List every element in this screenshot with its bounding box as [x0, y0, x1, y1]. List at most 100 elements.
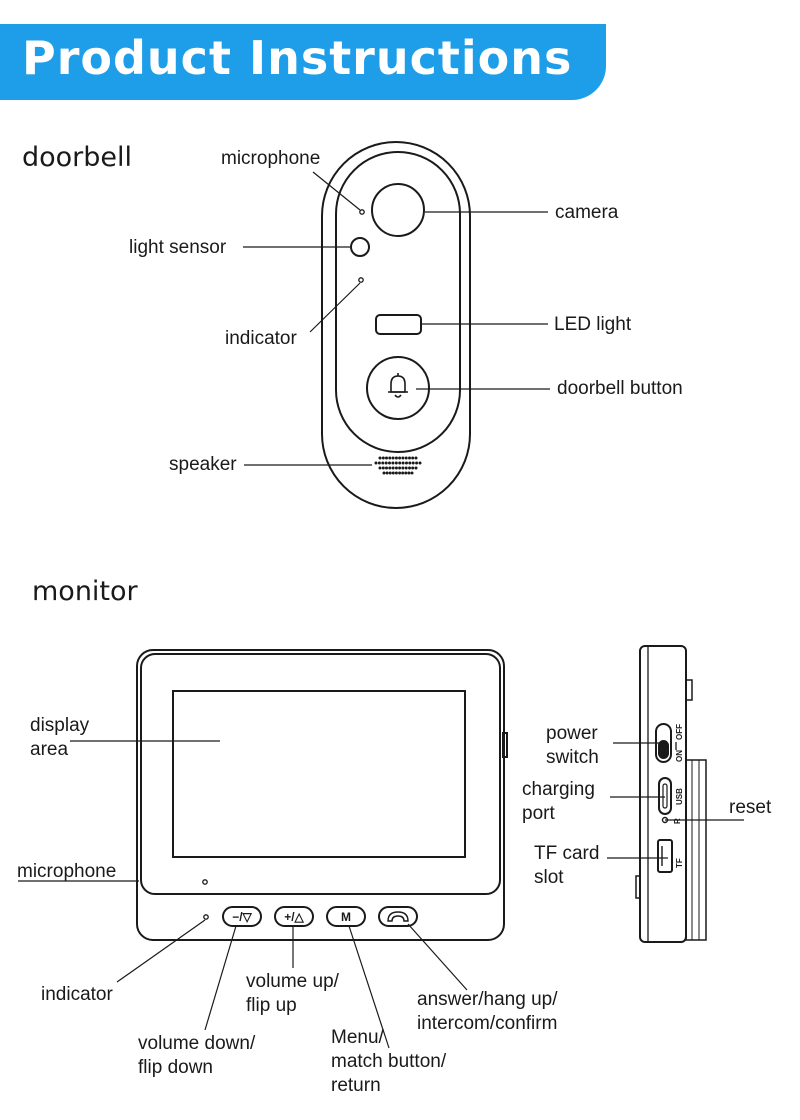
label-led-light: LED light: [554, 314, 632, 335]
speaker-grille-hole: [398, 471, 402, 475]
monitor-section-title: monitor: [32, 576, 138, 607]
speaker-grille-hole: [391, 456, 395, 460]
doorbell-light-sensor: [350, 237, 370, 257]
speaker-grille-hole: [391, 466, 395, 470]
leader-monitor-indicator: [116, 919, 206, 983]
speaker-grille: [374, 456, 422, 475]
speaker-grille-hole: [394, 456, 398, 460]
speaker-grille-hole: [388, 461, 391, 465]
speaker-grille-hole: [384, 461, 388, 465]
speaker-grille-hole: [378, 456, 382, 460]
speaker-grille-hole: [398, 466, 402, 470]
monitor-microphone-hole: [202, 879, 208, 885]
label-charging-port: charging port: [522, 779, 595, 824]
leader-answer: [407, 923, 468, 991]
speaker-grille-hole: [388, 471, 392, 475]
monitor-leader-lines: [18, 740, 744, 1049]
label-speaker: speaker: [169, 454, 237, 475]
reset-mark: R: [673, 818, 682, 824]
speaker-grille-hole: [385, 466, 388, 470]
doorbell-back-shell: [321, 141, 471, 509]
label-monitor-indicator: indicator: [41, 984, 113, 1005]
speaker-grille-hole: [401, 466, 405, 470]
monitor-button-labels: −/▽ +/△ M: [232, 910, 351, 924]
tf-mark: TF: [675, 858, 684, 868]
header-banner: [0, 24, 606, 100]
side-stand: [685, 679, 693, 701]
speaker-grille-hole: [414, 466, 418, 470]
doorbell-section-title: doorbell: [22, 142, 133, 173]
doorbell-led-light: [375, 314, 422, 335]
speaker-grille-hole: [404, 471, 408, 475]
speaker-grille-hole: [391, 461, 395, 465]
speaker-grille-hole: [374, 461, 378, 465]
monitor-body: [136, 649, 505, 941]
tf-card-slot: [657, 839, 673, 873]
bell-icon: [388, 373, 408, 398]
speaker-grille-hole: [411, 456, 415, 460]
speaker-grille-hole: [411, 466, 415, 470]
speaker-grille-hole: [394, 471, 398, 475]
label-light-sensor: light sensor: [129, 237, 227, 258]
speaker-grille-hole: [407, 471, 411, 475]
speaker-grille-hole: [415, 461, 419, 465]
doorbell-front-face: [335, 151, 461, 453]
speaker-grille-hole: [388, 466, 392, 470]
speaker-grille-hole: [394, 466, 398, 470]
page-title: Product Instructions: [22, 31, 573, 85]
monitor-side-view: [635, 645, 707, 943]
monitor-display-area: [172, 690, 466, 858]
speaker-grille-hole: [408, 466, 411, 470]
monitor-front-bezel: [140, 653, 501, 895]
speaker-grille-hole: [418, 461, 422, 465]
doorbell-device: [321, 141, 471, 509]
speaker-grille-hole: [404, 466, 408, 470]
speaker-grille-hole: [405, 461, 408, 465]
doorbell-microphone-hole: [359, 209, 365, 215]
label-camera: camera: [555, 202, 619, 223]
leader-indicator: [309, 282, 361, 333]
vol-down-button: [222, 906, 262, 927]
switch-on-mark: ON: [675, 750, 684, 762]
label-doorbell-button: doorbell button: [557, 378, 683, 399]
power-switch-knob: [658, 740, 669, 759]
doorbell-camera-lens: [371, 183, 425, 237]
answer-button: [378, 906, 418, 927]
monitor-device: [136, 649, 508, 941]
speaker-grille-hole: [401, 456, 405, 460]
side-stand-plate: [685, 759, 707, 941]
speaker-grille-hole: [381, 456, 385, 460]
speaker-grille-hole: [398, 461, 402, 465]
vol-up-button-label: +/△: [284, 910, 304, 924]
vol-up-button: [274, 906, 314, 927]
leader-menu: [348, 925, 390, 1049]
monitor-side-switch-nub: [502, 732, 508, 758]
menu-button-label: M: [341, 910, 351, 924]
usb-mark: USB: [675, 788, 684, 805]
side-lower-nub: [635, 875, 641, 899]
label-reset: reset: [729, 797, 772, 818]
usb-charging-port: [658, 777, 672, 815]
doorbell-button-ring: [366, 356, 430, 420]
speaker-grille-hole: [388, 456, 392, 460]
label-monitor-microphone: microphone: [17, 861, 117, 882]
speaker-grille-hole: [377, 461, 381, 465]
speaker-grille-hole: [381, 461, 385, 465]
phone-icon: [387, 911, 409, 922]
label-power-switch: power switch: [546, 723, 599, 768]
leader-microphone: [312, 171, 361, 211]
speaker-grille-hole: [381, 466, 385, 470]
vol-down-button-label: −/▽: [232, 910, 252, 924]
monitor-indicator-dot: [203, 914, 209, 920]
label-doorbell-indicator: indicator: [225, 328, 297, 349]
leader-volume-down: [204, 925, 237, 1031]
doorbell-leader-lines: [243, 171, 550, 466]
speaker-grille-hole: [401, 471, 405, 475]
speaker-grille-hole: [398, 456, 402, 460]
speaker-grille-hole: [410, 471, 414, 475]
speaker-grille-hole: [408, 456, 411, 460]
speaker-grille-hole: [394, 461, 398, 465]
label-volume-down: volume down/ flip down: [138, 1033, 256, 1078]
label-menu: Menu/ match button/ return: [331, 1027, 447, 1096]
